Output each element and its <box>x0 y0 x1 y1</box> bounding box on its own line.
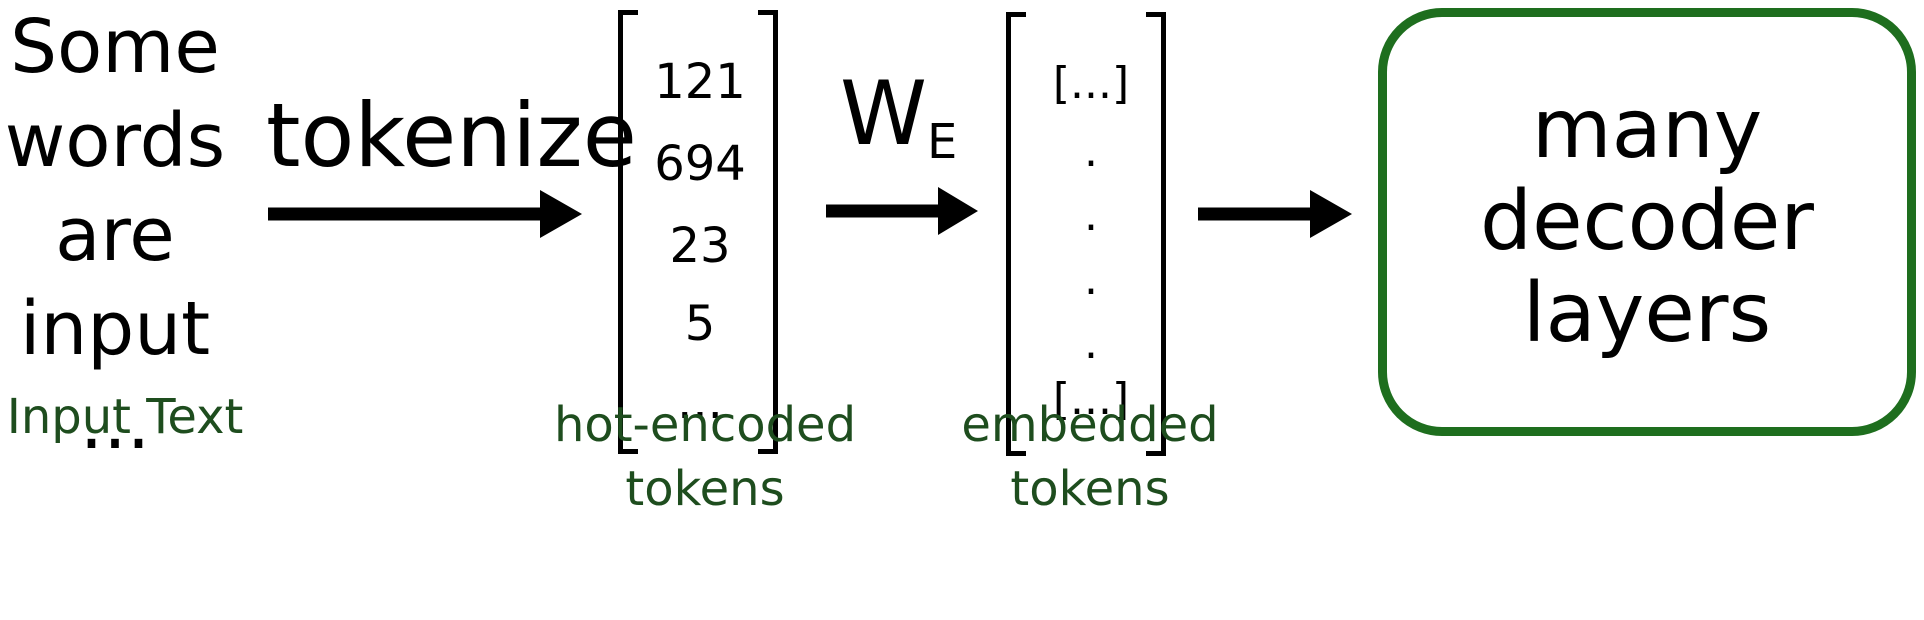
embedded-caption: embedded tokens <box>930 393 1250 521</box>
input-line: input <box>19 286 211 372</box>
embedding-bracket-left <box>1006 12 1026 456</box>
decoder-line: layers <box>1522 266 1772 361</box>
tokens-caption: hot-encoded tokens <box>540 393 870 521</box>
embedding-label-main: W <box>840 62 928 165</box>
embedding-row: . <box>1084 126 1098 177</box>
decoder-arrow <box>1198 190 1352 238</box>
decoder-layers-box: many decoder layers <box>1378 8 1916 436</box>
input-caption: Input Text <box>6 389 244 445</box>
tokenize-arrow <box>268 190 582 238</box>
token-value: 5 <box>684 296 716 352</box>
token-value: 694 <box>654 136 746 192</box>
input-line: Some <box>10 4 220 90</box>
embedding-row: . <box>1084 190 1098 241</box>
tokens-caption-line: tokens <box>625 461 785 517</box>
input-line: words <box>4 98 226 184</box>
embedding-row: [...] <box>1052 374 1130 425</box>
embedding-arrow <box>826 187 978 235</box>
token-bracket-left <box>618 10 638 454</box>
embedding-matrix-label: WE <box>840 70 957 167</box>
input-text-block: Some words are input ... <box>0 0 230 470</box>
embedded-caption-line: embedded <box>961 397 1219 453</box>
embedded-caption-line: tokens <box>1010 461 1170 517</box>
embedding-row: . <box>1084 318 1098 369</box>
embedding-row: . <box>1084 254 1098 305</box>
tokens-caption-line: hot-encoded <box>553 397 857 453</box>
token-bracket-right <box>758 10 778 454</box>
embedding-bracket-right <box>1146 12 1166 456</box>
tokenize-label: tokenize <box>266 84 637 187</box>
input-line: are <box>55 192 175 278</box>
embedding-row: [...] <box>1052 58 1130 109</box>
token-value: 23 <box>669 218 731 274</box>
input-line: ... <box>79 380 151 466</box>
embedding-label-sub: E <box>927 114 958 170</box>
decoder-line: decoder <box>1480 174 1814 269</box>
decoder-line: many <box>1531 82 1763 177</box>
token-value: ... <box>677 374 723 430</box>
token-value: 121 <box>654 54 746 110</box>
